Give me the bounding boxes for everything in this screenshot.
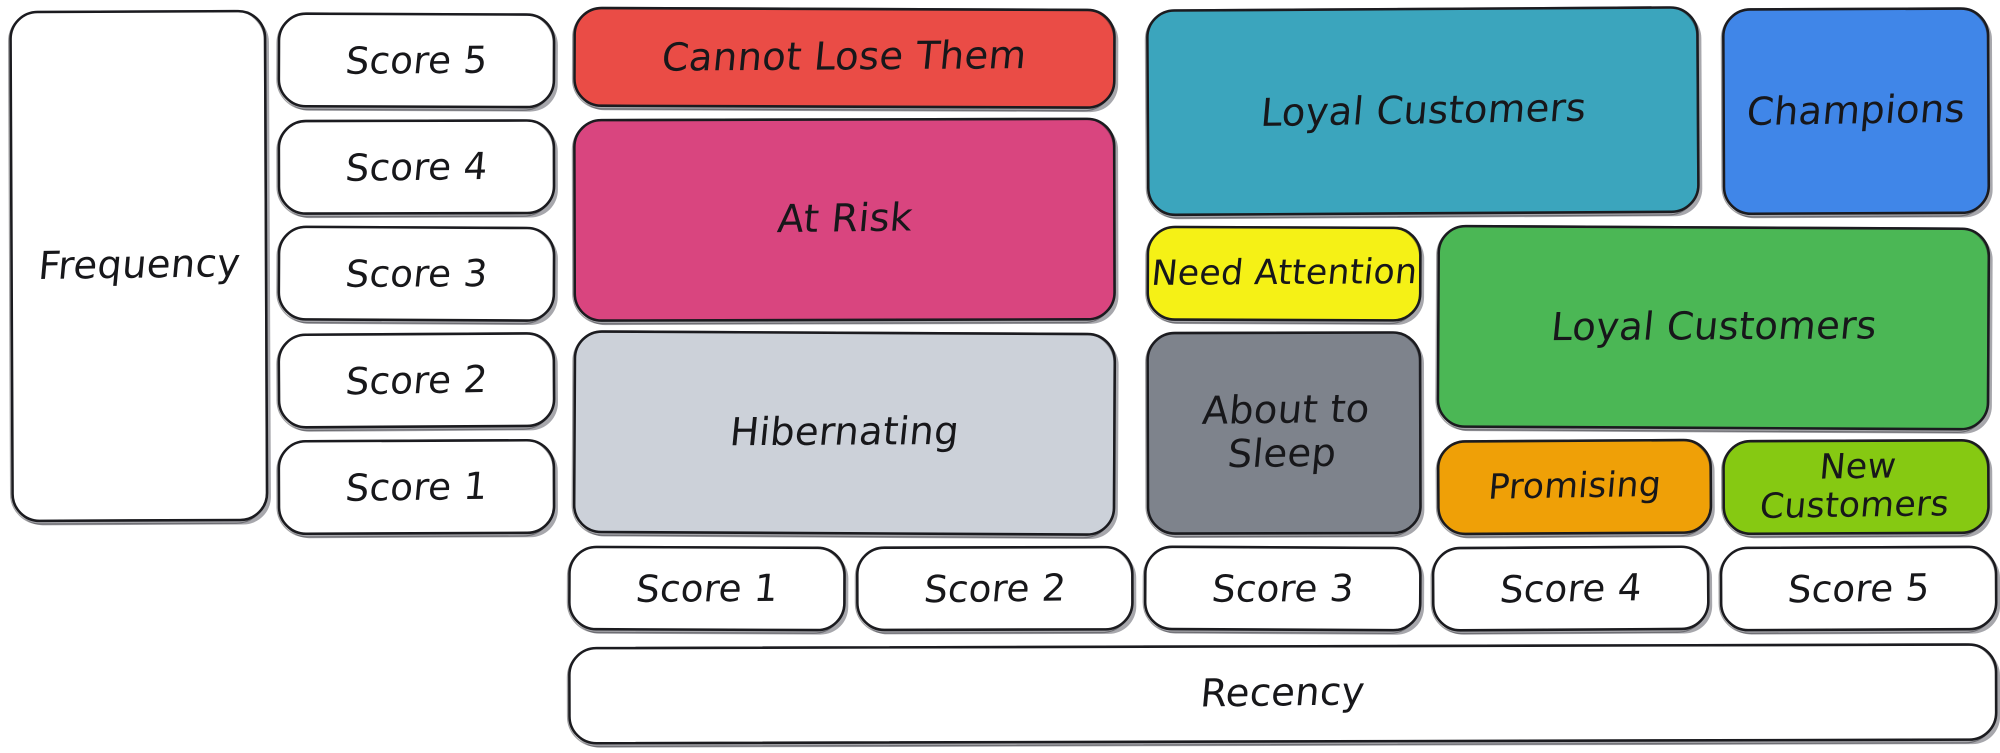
x-score-box-3[interactable]: Score 3 [1143,545,1422,632]
y-score-label-4: Score 4 [343,143,490,190]
x-axis-label-text: Recency [1198,669,1367,718]
segment-loyal-customers-green[interactable]: Loyal Customers [1436,224,1991,431]
y-score-box-1[interactable]: Score 1 [277,438,556,536]
segment-label-promising: Promising [1486,464,1663,508]
segment-label-new-customers: New Customers [1757,446,1951,527]
segment-label-cannot-lose-them: Cannot Lose Them [659,33,1030,82]
x-axis-label-recency: Recency [567,643,1998,745]
segment-need-attention[interactable]: Need Attention [1146,225,1422,322]
x-score-label-2: Score 2 [921,565,1068,611]
y-axis-label-frequency: Frequency [9,9,269,523]
segment-label-champions: Champions [1744,86,1968,135]
x-score-label-1: Score 1 [633,565,781,611]
x-score-label-3: Score 3 [1209,566,1356,611]
x-score-label-5: Score 5 [1785,565,1932,612]
segment-label-hibernating: Hibernating [727,409,962,456]
segment-about-to-sleep[interactable]: About to Sleep [1146,331,1422,535]
x-score-box-4[interactable]: Score 4 [1431,545,1710,632]
x-score-box-1[interactable]: Score 1 [567,545,846,632]
segment-champions[interactable]: Champions [1721,7,1991,216]
x-score-label-4: Score 4 [1497,565,1644,612]
y-score-label-2: Score 2 [343,357,490,404]
y-axis-label-text: Frequency [35,241,242,290]
y-score-box-5[interactable]: Score 5 [277,12,556,109]
segment-label-at-risk: At Risk [774,195,915,243]
segment-promising[interactable]: Promising [1436,438,1713,536]
segment-label-need-attention: Need Attention [1149,252,1419,294]
segment-new-customers[interactable]: New Customers [1722,438,1990,536]
x-score-box-2[interactable]: Score 2 [855,545,1134,632]
y-score-label-1: Score 1 [343,463,490,510]
y-score-box-2[interactable]: Score 2 [277,331,556,429]
x-score-box-5[interactable]: Score 5 [1719,545,1998,632]
segment-at-risk[interactable]: At Risk [572,117,1116,322]
segment-cannot-lose-them[interactable]: Cannot Lose Them [573,6,1116,109]
segment-label-about-to-sleep: About to Sleep [1200,387,1372,478]
segment-label-loyal-customers-green: Loyal Customers [1548,303,1879,351]
y-score-box-3[interactable]: Score 3 [277,225,556,322]
y-score-label-3: Score 3 [343,251,490,296]
segment-label-loyal-customers-teal: Loyal Customers [1258,85,1588,136]
y-score-label-5: Score 5 [343,37,490,83]
segment-hibernating[interactable]: Hibernating [572,330,1117,536]
segment-loyal-customers-teal[interactable]: Loyal Customers [1145,6,1700,217]
y-score-box-4[interactable]: Score 4 [277,119,556,215]
